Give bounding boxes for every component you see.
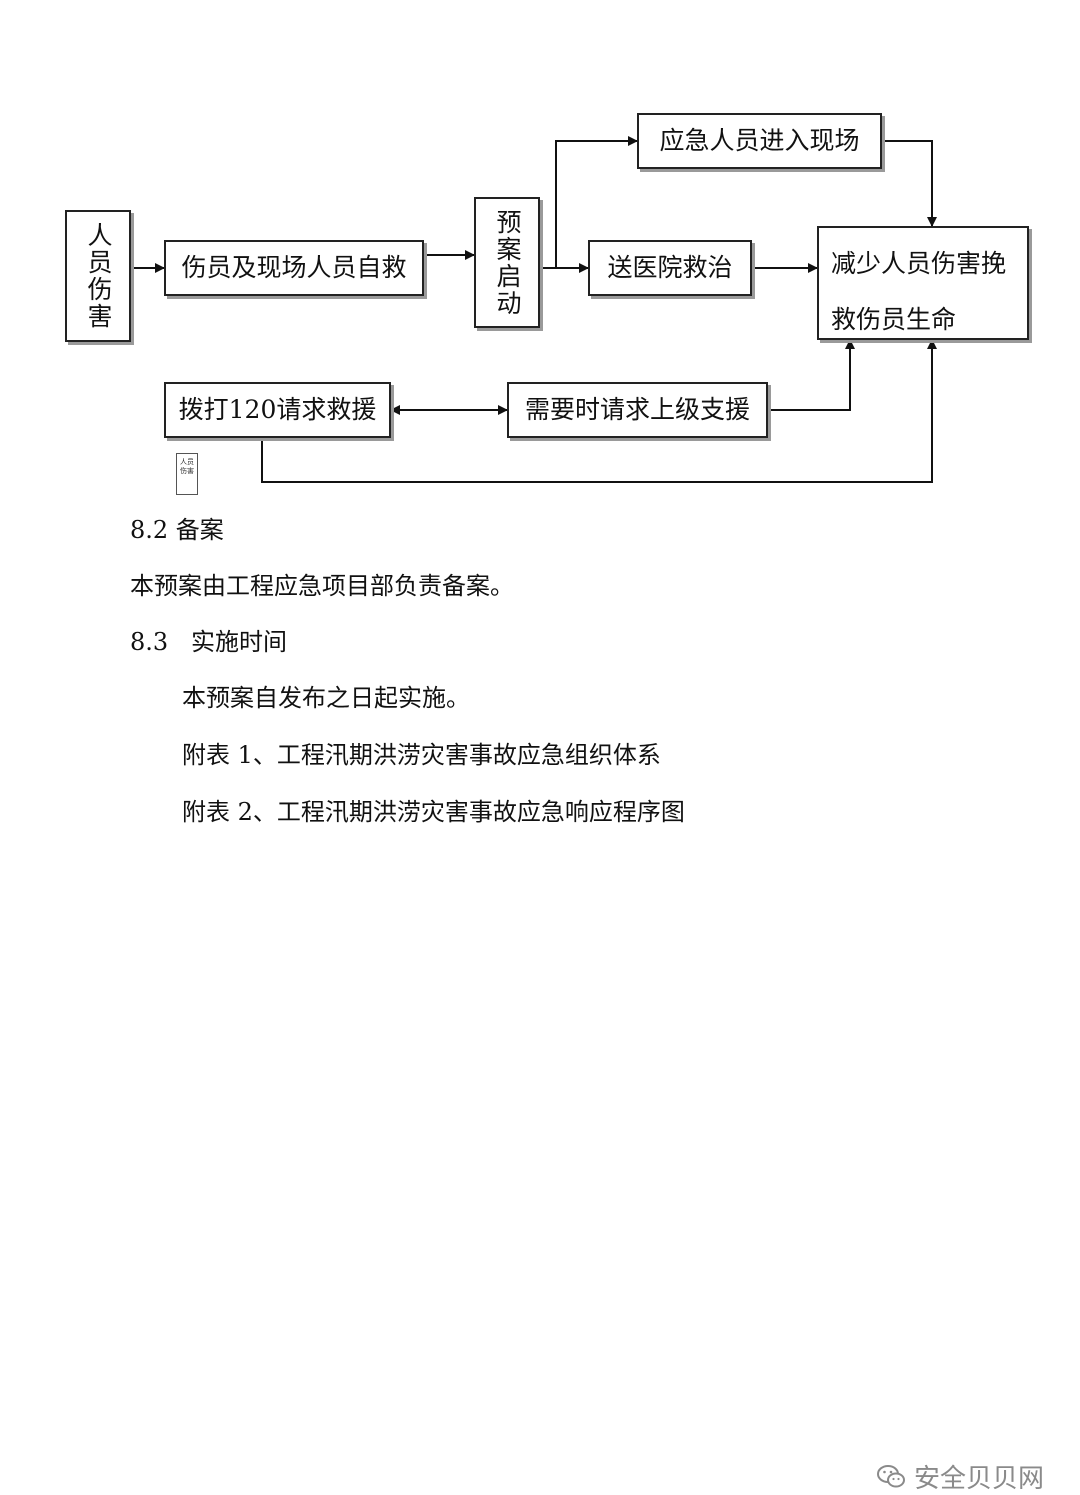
node-reduce: 减少人员伤害挽救伤员生命	[817, 226, 1029, 340]
arrow-entersite-to-reduce	[882, 140, 937, 227]
section-heading-8-2: 8.2 备案	[130, 516, 224, 544]
small-embedded-box-label: 人员伤害	[180, 458, 194, 475]
node-plan-start-label: 预案启动	[493, 208, 522, 317]
node-plan-start: 预案启动	[474, 197, 540, 328]
attachment-1: 附表 1、工程汛期洪涝灾害事故应急组织体系	[182, 741, 661, 769]
arrow-call-to-reduce	[261, 339, 937, 483]
node-reduce-label: 减少人员伤害挽救伤员生命	[831, 249, 1007, 334]
node-superior: 需要时请求上级支援	[507, 382, 768, 438]
wechat-icon	[877, 1464, 905, 1487]
node-injury-label: 人员伤害	[84, 222, 113, 330]
node-superior-label: 需要时请求上级支援	[524, 395, 750, 424]
node-enter-site-label: 应急人员进入现场	[659, 126, 860, 155]
attachment-2: 附表 2、工程汛期洪涝灾害事故应急响应程序图	[182, 798, 685, 826]
watermark: 安全贝贝网	[876, 1458, 1044, 1495]
section-paragraph-8-2: 本预案由工程应急项目部负责备案。	[130, 572, 514, 600]
node-injury: 人员伤害	[65, 210, 131, 342]
section-paragraph-8-3: 本预案自发布之日起实施。	[182, 684, 470, 712]
arrow-superior-to-reduce	[768, 339, 855, 411]
node-enter-site: 应急人员进入现场	[637, 113, 882, 169]
node-call-120-label: 拨打120请求救援	[178, 395, 377, 424]
node-self-rescue: 伤员及现场人员自救	[164, 240, 424, 296]
arrow-plan-to-entersite	[555, 136, 638, 268]
flowchart-connectors	[131, 136, 937, 483]
watermark-text: 安全贝贝网	[914, 1464, 1045, 1494]
node-self-rescue-label: 伤员及现场人员自救	[181, 253, 407, 282]
small-embedded-box: 人员伤害	[176, 453, 198, 495]
node-hospital-label: 送医院救治	[607, 253, 733, 282]
node-call-120: 拨打120请求救援	[164, 382, 391, 438]
node-hospital: 送医院救治	[588, 240, 752, 296]
section-heading-8-3: 8.3 实施时间	[130, 628, 288, 656]
